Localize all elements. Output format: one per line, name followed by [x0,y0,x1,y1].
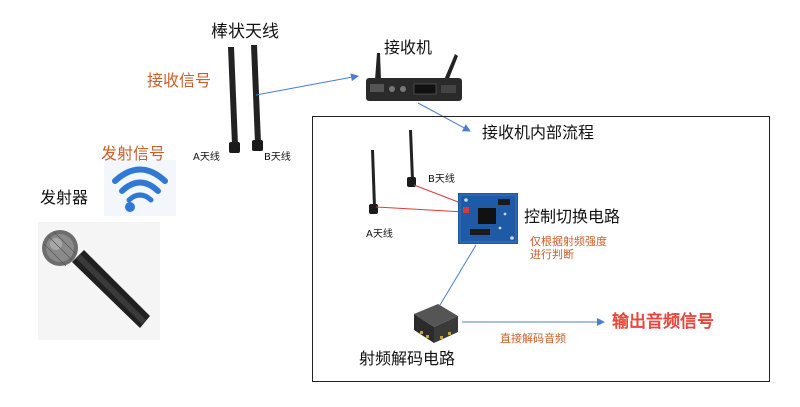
rod-antenna-a-icon [228,47,240,153]
antenna-a-label: A天线 [193,152,220,163]
arrow-receiver-to-flow [417,102,471,132]
decoder-chip-icon [414,304,458,343]
antenna-b-label: B天线 [264,152,291,163]
transmit-signal-label: 发射信号 [101,144,166,163]
inner-antenna-b-icon [407,130,416,187]
inner-antenna-a-icon [369,150,378,214]
receive-signal-label: 接收信号 [147,71,212,90]
decode-note-label: 直接解码音频 [500,332,566,345]
red-line-antenna-a [375,206,465,213]
decode-circuit-label: 射频解码电路 [359,349,456,368]
inner-antenna-b-label: B天线 [428,174,455,185]
control-note-line2: 进行判断 [530,248,574,261]
receiver-internal-box [312,116,770,382]
microphone-icon [38,222,160,340]
red-line-antenna-b [413,184,467,206]
internal-flow-label: 接收机内部流程 [482,123,595,142]
receiver-label: 接收机 [384,38,433,57]
output-signal-label: 输出音频信号 [612,312,714,332]
inner-antenna-a-label: A天线 [366,229,393,240]
control-circuit-label: 控制切换电路 [524,207,621,226]
wifi-signal-icon [104,160,176,216]
transmitter-label: 发射器 [40,188,89,207]
top-antenna-label: 棒状天线 [211,22,279,42]
rod-antenna-b-icon [251,45,263,151]
receiver-icon [366,53,462,101]
line-control-to-decoder [439,244,477,306]
arrow-antenna-to-receiver [255,73,359,96]
control-note-line1: 仅根据射频强度 [530,235,607,248]
control-board-icon [458,193,518,244]
